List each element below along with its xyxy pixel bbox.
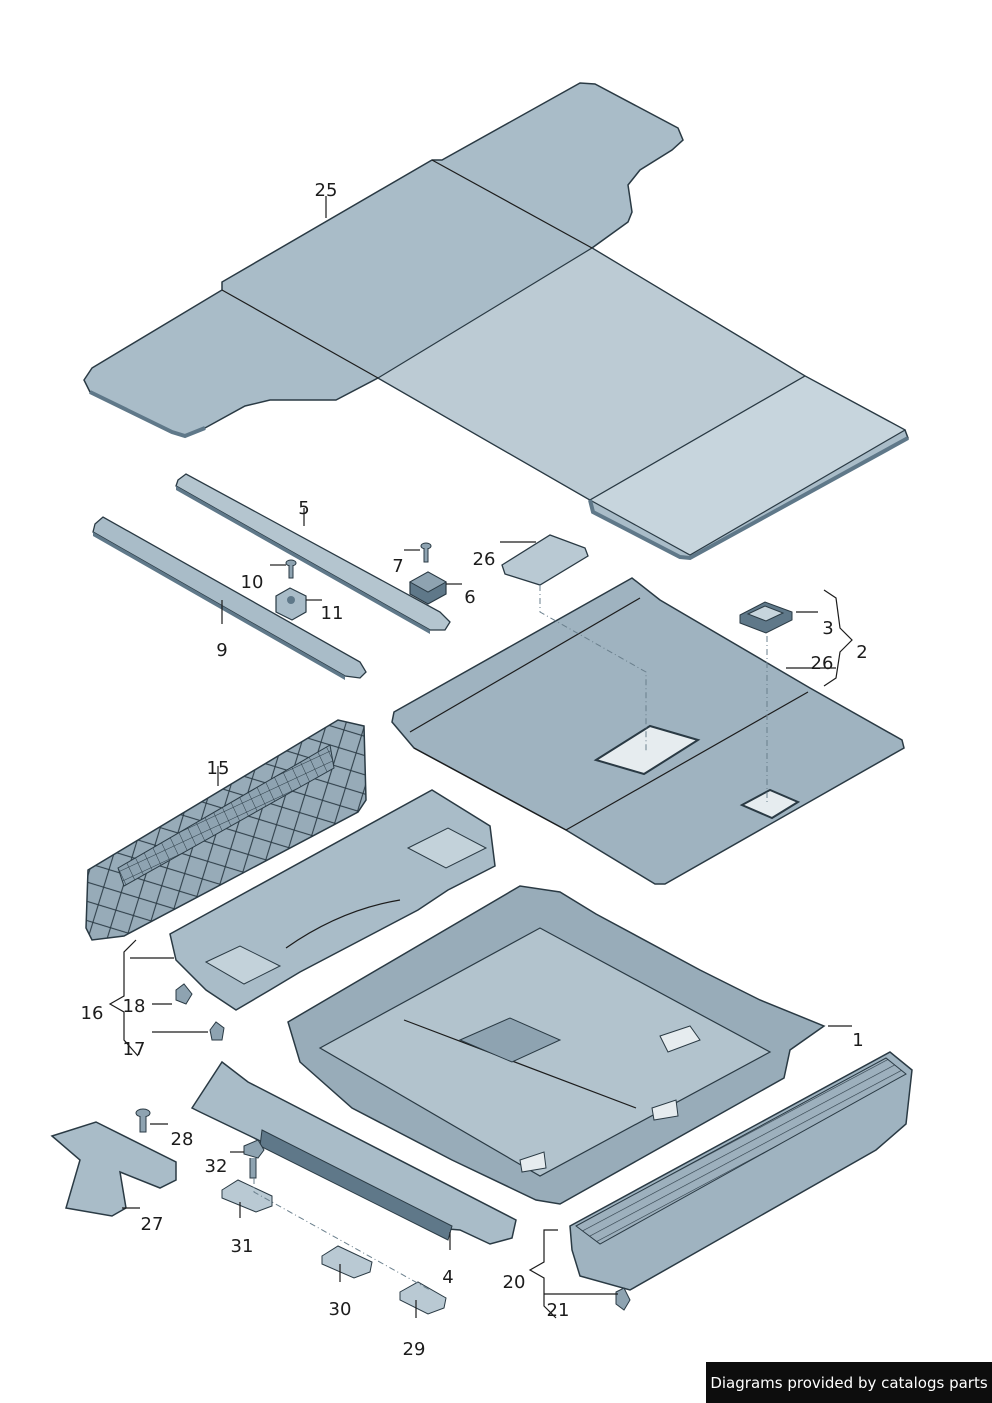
label-28: 28	[171, 1129, 194, 1150]
part-31-nut-plate	[221, 1179, 273, 1213]
label-15: 15	[207, 758, 230, 779]
part-21-clip	[615, 1287, 631, 1311]
part-1-floor-tray	[287, 885, 826, 1205]
label-17: 17	[123, 1039, 146, 1060]
part-10-screw	[285, 559, 297, 579]
label-6: 6	[464, 587, 475, 608]
part-25-cover-panel	[83, 82, 909, 561]
label-7: 7	[392, 556, 403, 577]
label-21: 21	[547, 1300, 570, 1321]
label-26b: 26	[811, 653, 834, 674]
label-27: 27	[141, 1214, 164, 1235]
label-20: 20	[503, 1272, 526, 1293]
label-18: 18	[123, 996, 146, 1017]
part-26-lid	[501, 534, 589, 586]
credit-banner: Diagrams provided by catalogs parts	[706, 1362, 992, 1403]
label-1: 1	[852, 1030, 863, 1051]
label-10: 10	[241, 572, 264, 593]
label-2: 2	[856, 642, 867, 663]
part-32-bolt	[243, 1139, 265, 1179]
part-2-floor-panel	[391, 577, 905, 885]
label-25: 25	[315, 180, 338, 201]
part-number-labels: 25 5 7 26 6 10 11 9 3 2 26 15 1 18 16 17…	[81, 180, 868, 1360]
part-16-side-trim	[169, 789, 496, 1011]
part-18-clip	[175, 983, 193, 1005]
leader-lines	[108, 196, 853, 1319]
part-28-clip	[135, 1108, 151, 1133]
part-7-screw	[420, 542, 432, 563]
label-5: 5	[298, 498, 309, 519]
label-32: 32	[205, 1156, 228, 1177]
part-5-rail	[175, 473, 451, 634]
part-6-bracket	[408, 571, 448, 605]
label-9: 9	[216, 640, 227, 661]
label-31: 31	[231, 1236, 254, 1257]
part-29-nut-plate	[399, 1281, 447, 1315]
part-4-cross-member	[190, 1060, 517, 1245]
part-30-nut-plate	[321, 1245, 373, 1279]
label-26a: 26	[473, 549, 496, 570]
label-3: 3	[822, 618, 833, 639]
label-29: 29	[403, 1339, 426, 1360]
part-27-bracket	[50, 1121, 177, 1217]
part-17-clip	[209, 1021, 225, 1041]
part-15-trim-panel	[85, 719, 367, 941]
label-11: 11	[321, 603, 344, 624]
part-11-clip	[275, 587, 307, 621]
part-20-sill-trim	[569, 1051, 913, 1291]
part-9-rail	[92, 516, 367, 680]
label-4: 4	[442, 1267, 453, 1288]
label-30: 30	[329, 1299, 352, 1320]
assembly-lines	[253, 585, 768, 1291]
part-3-frame	[739, 601, 793, 634]
label-16: 16	[81, 1003, 104, 1024]
